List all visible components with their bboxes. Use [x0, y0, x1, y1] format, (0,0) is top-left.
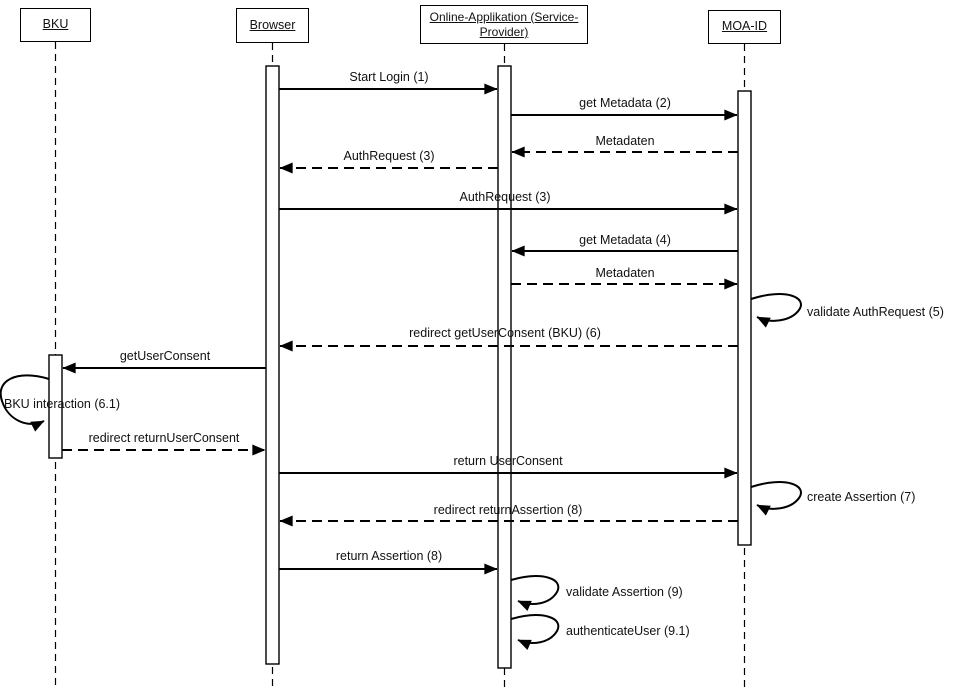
self-loop-create-assertion [750, 481, 802, 516]
message-label-get-metadata-2: get Metadata (2) [579, 96, 671, 110]
self-loop-validate-authrequest [750, 293, 802, 328]
message-label-authrequest-browser-moa: AuthRequest (3) [459, 190, 551, 204]
message-label-authenticateuser: authenticateUser (9.1) [566, 624, 690, 638]
self-loop-bku-interaction [0, 374, 50, 432]
actor-box-browser: Browser [236, 8, 309, 43]
actor-box-bku: BKU [20, 8, 91, 42]
message-label-redirect-returnassertion: redirect returnAssertion (8) [433, 503, 583, 517]
self-loop-authenticateuser [510, 614, 560, 651]
message-label-redirect-returnuserconsent: redirect returnUserConsent [88, 431, 240, 445]
activation-bar-moa-id [737, 90, 752, 546]
message-label-start-login: Start Login (1) [349, 70, 429, 84]
activation-bar-bku [48, 354, 63, 459]
message-label-validate-assertion: validate Assertion (9) [566, 585, 683, 599]
message-label-get-metadata-4: get Metadata (4) [579, 233, 671, 247]
self-loop-validate-assertion [510, 575, 560, 612]
message-label-return-userconsent: return UserConsent [453, 454, 563, 468]
message-label-metadaten-1: Metadaten [595, 134, 655, 148]
message-label-return-assertion: return Assertion (8) [335, 549, 443, 563]
activation-bar-browser [265, 65, 280, 665]
message-label-getuserconsent: getUserConsent [119, 349, 211, 363]
message-label-metadaten-2: Metadaten [595, 266, 655, 280]
message-label-bku-interaction: BKU interaction (6.1) [4, 397, 121, 411]
actor-box-moa-id: MOA-ID [708, 10, 781, 44]
message-label-authrequest-sp-browser: AuthRequest (3) [343, 149, 435, 163]
message-label-redirect-getuserconsent: redirect getUserConsent (BKU) (6) [409, 326, 601, 340]
activation-bar-service-provider [497, 65, 512, 669]
actor-box-service-provider: Online-Applikation (Service- Provider) [420, 5, 588, 44]
message-label-validate-authrequest: validate AuthRequest (5) [807, 305, 944, 319]
message-label-create-assertion: create Assertion (7) [807, 490, 916, 504]
